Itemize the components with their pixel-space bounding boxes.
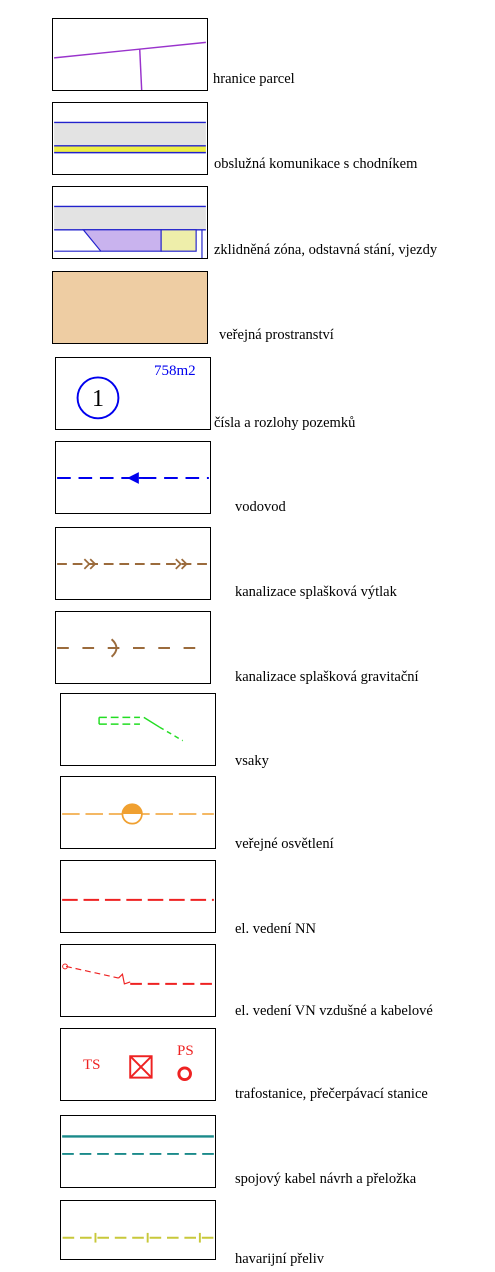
legend-symbol-emergency-overflow (60, 1200, 216, 1260)
legend-label-water-main: vodovod (235, 499, 286, 515)
ps-label: PS (177, 1043, 194, 1059)
legend-symbol-low-voltage (60, 860, 216, 933)
legend-symbol-street-lighting (60, 776, 216, 849)
legend-symbol-gravity-sewer (55, 611, 211, 684)
parcel-number-symbol (76, 376, 120, 420)
parcel-number-text: 1 (92, 386, 104, 412)
legend-label-calm-zone: zklidněná zóna, odstavná stání, vjezdy (214, 242, 438, 258)
calm-zone-symbol (54, 205, 206, 258)
legend-symbol-public-space (52, 271, 208, 344)
legend-label-low-voltage: el. vedení NN (235, 921, 316, 937)
legend-label-parcel-numbers: čísla a rozlohy pozemků (214, 415, 356, 431)
parcel-area-text: 758m2 (154, 363, 196, 379)
legend-symbol-calm-zone (52, 186, 208, 259)
emergency-overflow-symbol (62, 1232, 214, 1243)
legend-symbol-substations: TS PS (60, 1028, 216, 1101)
substation-symbol (129, 1055, 192, 1082)
legend-label-gravity-sewer: kanalizace splašková gravitační (235, 669, 419, 685)
legend-symbol-infiltration (60, 693, 216, 766)
legend-label-high-voltage: el. vedení VN vzdušné a kabelové (235, 1003, 433, 1019)
ts-label: TS (83, 1057, 101, 1073)
water-main-symbol (57, 472, 209, 484)
legend-label-telecom-cable: spojový kabel návrh a přeložka (235, 1171, 417, 1187)
service-road-symbol (54, 121, 206, 154)
legend-symbol-pressure-sewer (55, 527, 211, 600)
legend-symbol-parcel-numbers: 1 758m2 (55, 357, 211, 430)
legend-symbol-parcel-boundary (52, 18, 208, 91)
legend-label-service-road: obslužná komunikace s chodníkem (214, 156, 418, 172)
legend-label-street-lighting: veřejné osvětlení (235, 836, 334, 852)
telecom-cable-symbol (62, 1135, 214, 1155)
legend-label-emergency-overflow: havarijní přeliv (235, 1251, 324, 1267)
parcel-boundary-symbol (54, 41, 206, 90)
legend-label-public-space: veřejná prostranství (219, 327, 334, 343)
high-voltage-symbol (62, 963, 214, 985)
legend-label-pressure-sewer: kanalizace splašková výtlak (235, 584, 397, 600)
legend-label-parcel-boundary: hranice parcel (213, 71, 295, 87)
infiltration-symbol (98, 716, 184, 742)
legend-label-infiltration: vsaky (235, 753, 269, 769)
legend-symbol-service-road (52, 102, 208, 175)
gravity-sewer-symbol (57, 638, 209, 658)
pressure-sewer-symbol (57, 558, 209, 570)
legend-label-substations: trafostanice, přečerpávací stanice (235, 1086, 428, 1102)
legend-symbol-high-voltage (60, 944, 216, 1017)
low-voltage-symbol (62, 898, 214, 901)
legend-symbol-telecom-cable (60, 1115, 216, 1188)
legend-symbol-water-main (55, 441, 211, 514)
street-lighting-symbol (62, 803, 214, 825)
